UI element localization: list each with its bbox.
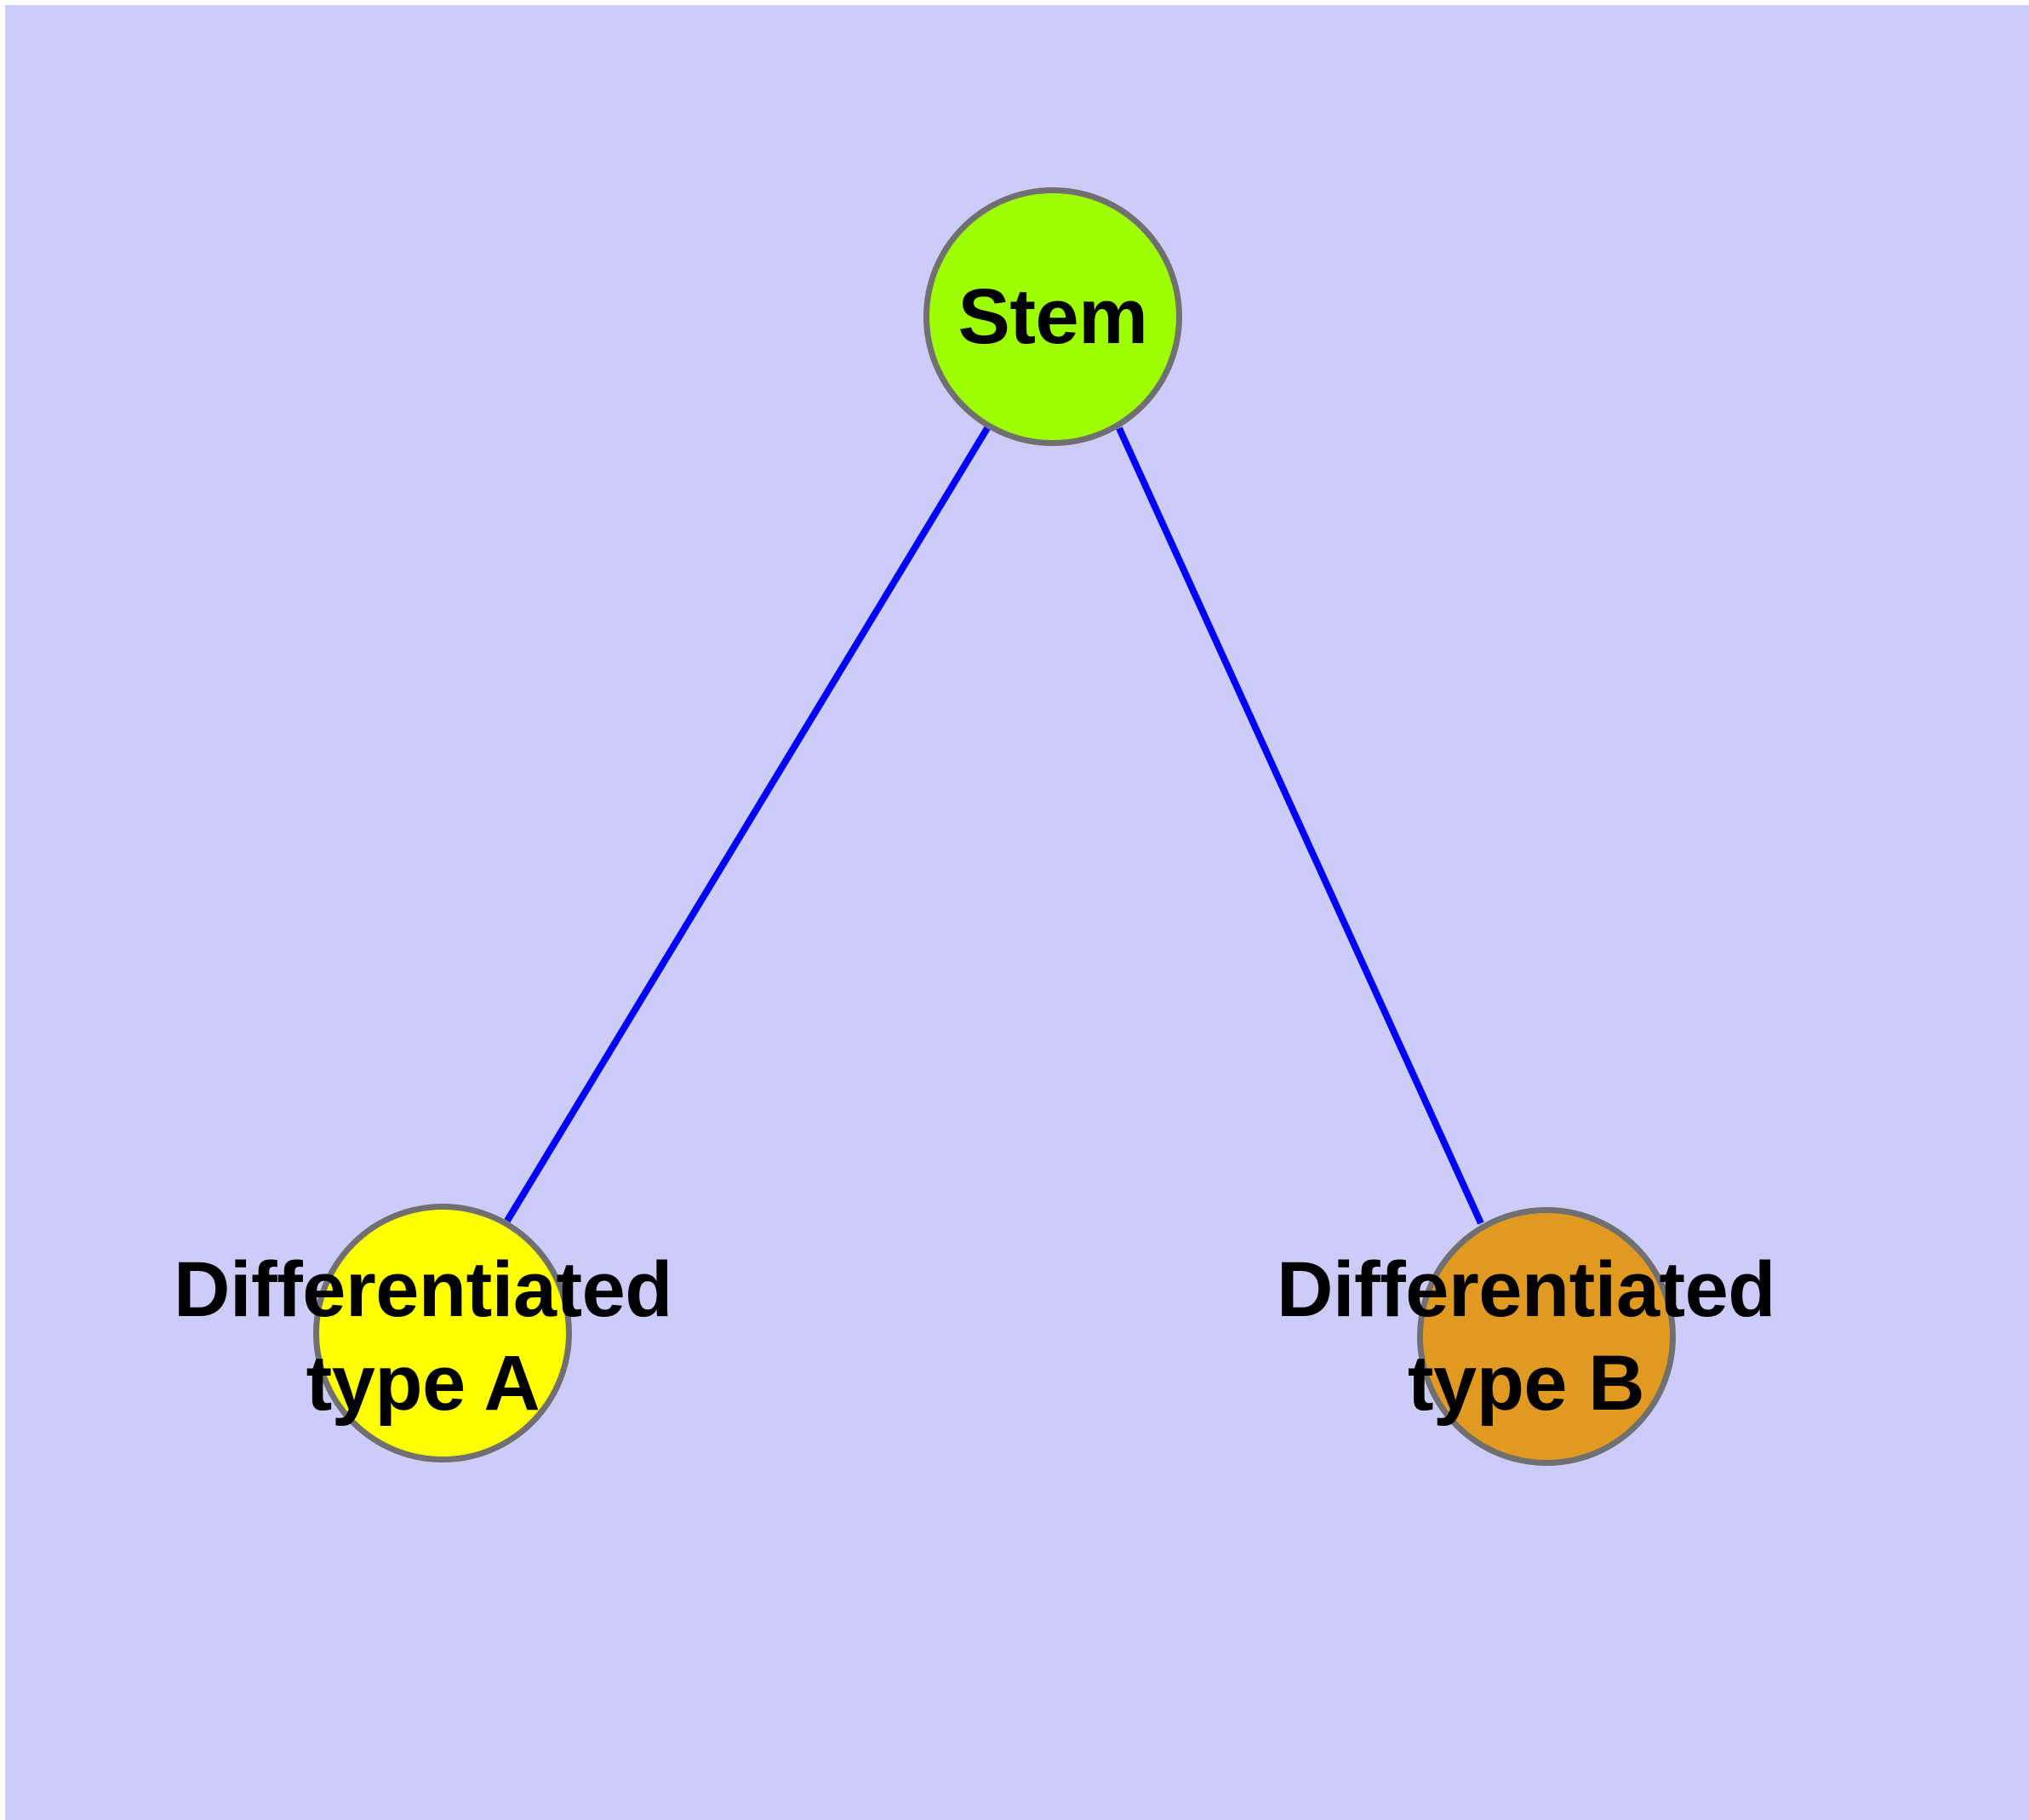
edge-stem-to-differentiated-type-b — [1116, 426, 1484, 1225]
node-layer — [313, 187, 1676, 1466]
node-stem-circle[interactable] — [923, 187, 1182, 446]
node-differentiated-type-b-circle[interactable] — [1417, 1207, 1676, 1466]
node-differentiated-type-a-circle[interactable] — [313, 1204, 572, 1462]
edge-stem-to-differentiated-type-a — [504, 426, 991, 1223]
edge-layer — [504, 426, 1484, 1225]
